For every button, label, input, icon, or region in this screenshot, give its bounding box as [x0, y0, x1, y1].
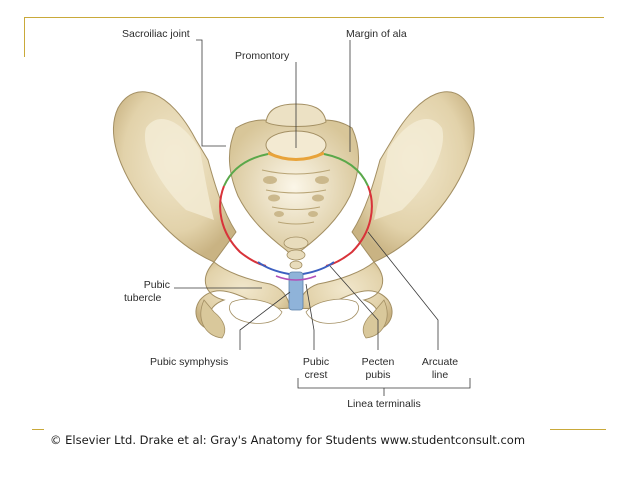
left-pubis-ischium: [195, 261, 291, 331]
pecten-line-right: [302, 261, 335, 275]
bottom-rule-right: [550, 429, 606, 430]
label-pecten-pubis-line2: pubis: [365, 369, 391, 381]
copyright-caption: © Elsevier Ltd. Drake et al: Gray's Anat…: [50, 433, 526, 447]
label-pubic-crest-line2: crest: [304, 369, 328, 381]
label-pubic-symphysis: Pubic symphysis: [150, 356, 229, 368]
label-sacroiliac-joint: Sacroiliac joint: [122, 28, 190, 40]
right-pubis-ischium: [297, 261, 393, 331]
margin-of-ala-line-right: [323, 153, 369, 187]
leader-arcuate: [367, 231, 439, 350]
leader-pecten: [329, 265, 379, 350]
pecten-line-left: [257, 261, 290, 275]
bottom-rule-left: [32, 429, 44, 430]
pubic-symphysis-cartilage: [288, 271, 304, 311]
label-arcuate-line-line1: Arcuate: [421, 356, 459, 368]
label-promontory: Promontory: [235, 50, 290, 62]
leader-pubic-crest: [305, 283, 315, 350]
label-pecten-pubis-line1: Pecten: [361, 356, 395, 368]
label-pubic-crest-line1: Pubic: [302, 356, 330, 368]
margin-of-ala-line-left: [223, 153, 269, 187]
leader-sacroiliac: [196, 39, 226, 147]
label-pubic-tubercle-line1: Pubic: [143, 279, 170, 291]
label-linea-terminalis: Linea terminalis: [347, 398, 421, 410]
top-rule: [24, 17, 604, 18]
label-arcuate-line-line2: line: [431, 369, 449, 381]
label-pubic-tubercle-line2: tubercle: [124, 292, 162, 304]
label-margin-of-ala: Margin of ala: [346, 28, 407, 40]
left-rule: [24, 17, 25, 57]
leader-pubic-symphysis: [239, 291, 291, 350]
promontory-line: [267, 151, 325, 161]
linea-terminalis-bracket: [297, 378, 471, 396]
